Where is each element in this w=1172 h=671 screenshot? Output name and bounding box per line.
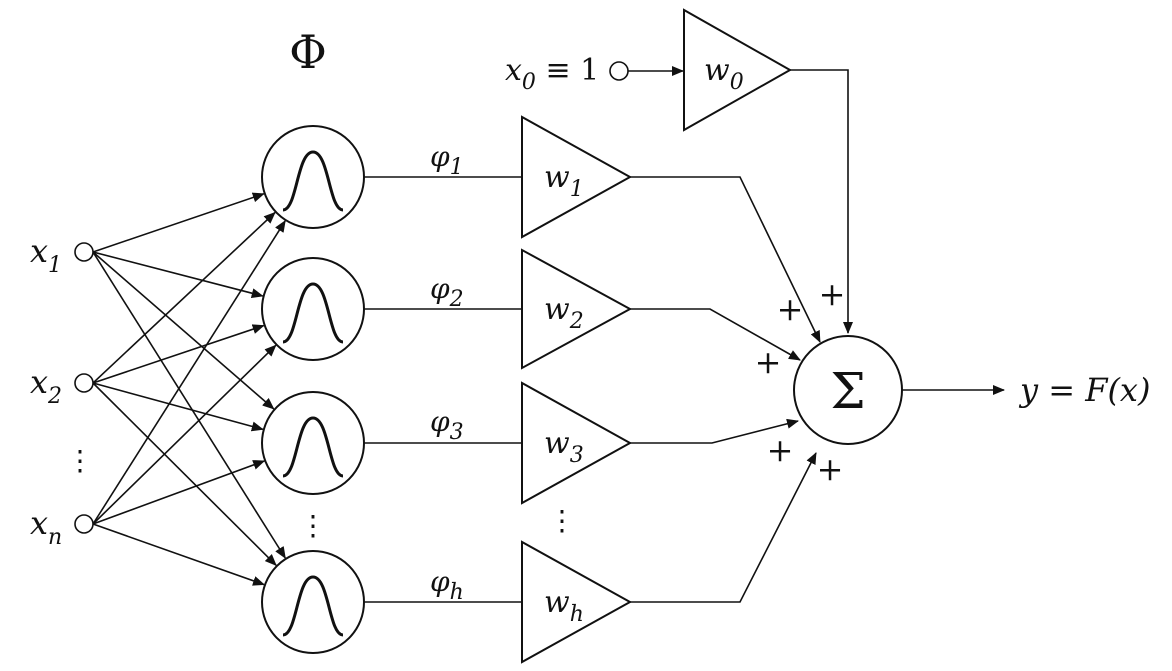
connection-arrow-1-2 <box>92 251 264 299</box>
weight-sum-wires <box>630 69 853 603</box>
weight-amplifier-3: w3 <box>521 381 633 505</box>
plus-signs: + + + + + <box>755 275 846 488</box>
connection-arrow-2-3 <box>92 382 264 432</box>
svg-text:w3: w3 <box>544 426 584 468</box>
input-node-x2: x2 <box>30 363 94 409</box>
svg-text:x1: x1 <box>30 232 62 278</box>
gaussian-icon <box>282 282 344 344</box>
weight-amplifier-2: w2 <box>521 248 633 370</box>
connection-arrow-2-2 <box>92 324 265 384</box>
phi-label-h: φh <box>430 565 464 605</box>
hidden-ellipsis: ⋮ <box>299 509 327 542</box>
gaussian-icon <box>282 416 344 478</box>
phi-label-3: φ3 <box>430 405 464 445</box>
sigma-icon: Σ <box>830 362 865 420</box>
svg-text:+: + <box>777 290 804 328</box>
rbf-neuron-3 <box>261 391 365 495</box>
output: y = F(x) <box>902 371 1150 409</box>
input-ellipsis: ⋮ <box>66 444 94 477</box>
connection-arrow-3-2 <box>92 344 277 525</box>
connection-arrow-1-1 <box>92 192 265 253</box>
phi-label-2: φ2 <box>430 272 464 312</box>
bias-input: x0 ≡ 1 <box>505 53 684 95</box>
weight-ellipsis: ⋮ <box>548 504 576 537</box>
rbf-neuron-1 <box>261 125 365 229</box>
summation-node: Σ <box>793 335 903 445</box>
svg-text:+: + <box>817 450 844 488</box>
input-node-x1: x1 <box>30 232 94 278</box>
svg-text:w0: w0 <box>704 53 744 95</box>
output-label: y = F(x) <box>1018 371 1150 409</box>
svg-text:x2: x2 <box>30 363 62 409</box>
connection-arrow-1-4 <box>92 251 286 559</box>
hidden-weight-wires <box>364 176 522 603</box>
svg-text:x0 ≡ 1: x0 ≡ 1 <box>505 53 599 95</box>
connection-arrow-2-1 <box>92 211 276 384</box>
connection-arrow-3-4 <box>92 523 265 586</box>
svg-text:w2: w2 <box>544 292 584 334</box>
input-hidden-connections <box>92 192 286 586</box>
connection-arrow-1-3 <box>92 251 275 410</box>
svg-text:xn: xn <box>30 504 62 550</box>
input-node-xn: xn <box>30 504 94 550</box>
svg-text:+: + <box>819 275 846 313</box>
svg-text:+: + <box>755 343 782 381</box>
weight-amplifier-1: w1 <box>521 115 633 239</box>
weight-amplifier-h: wh <box>521 540 633 664</box>
phi-layer-label: Φ <box>289 25 327 79</box>
svg-text:w1: w1 <box>544 160 584 202</box>
rbf-neuron-2 <box>261 257 365 361</box>
rbf-neuron-h <box>261 550 365 654</box>
gaussian-icon <box>282 150 344 212</box>
connection-arrow-3-3 <box>92 460 266 525</box>
bias-weight-amplifier: w0 <box>683 8 793 132</box>
svg-text:+: + <box>767 431 794 469</box>
connection-arrow-2-4 <box>92 382 277 567</box>
connection-arrow-3-1 <box>92 220 286 525</box>
phi-label-1: φ1 <box>430 140 464 180</box>
svg-text:wh: wh <box>544 585 584 627</box>
gaussian-icon <box>282 575 344 637</box>
